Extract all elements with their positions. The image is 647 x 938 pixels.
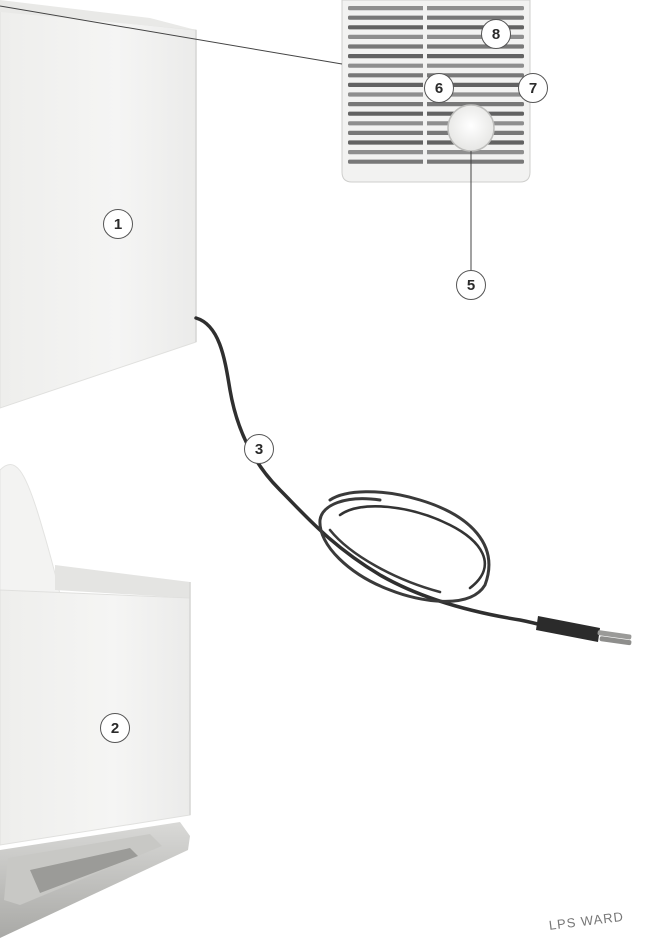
- grille-slot: [348, 64, 524, 68]
- upper-water-tank: [0, 0, 196, 408]
- grille-slot: [348, 131, 524, 135]
- lower-water-tank: [0, 565, 190, 845]
- grille-slot: [348, 160, 524, 164]
- callout-7: 7: [518, 73, 548, 103]
- grille-slot: [348, 121, 524, 125]
- callout-6: 6: [424, 73, 454, 103]
- grille-slot: [348, 54, 524, 58]
- callout-8: 8: [481, 19, 511, 49]
- grille-slot: [348, 150, 524, 154]
- power-cable: [196, 318, 562, 630]
- grille-slot: [348, 112, 524, 116]
- power-plug: [536, 616, 632, 645]
- callout-1: 1: [103, 209, 133, 239]
- callout-5: 5: [456, 270, 486, 300]
- callout-2: 2: [100, 713, 130, 743]
- grille-slot: [348, 6, 524, 10]
- callout-3: 3: [244, 434, 274, 464]
- control-knob: [448, 105, 494, 151]
- grille-slot: [348, 140, 524, 144]
